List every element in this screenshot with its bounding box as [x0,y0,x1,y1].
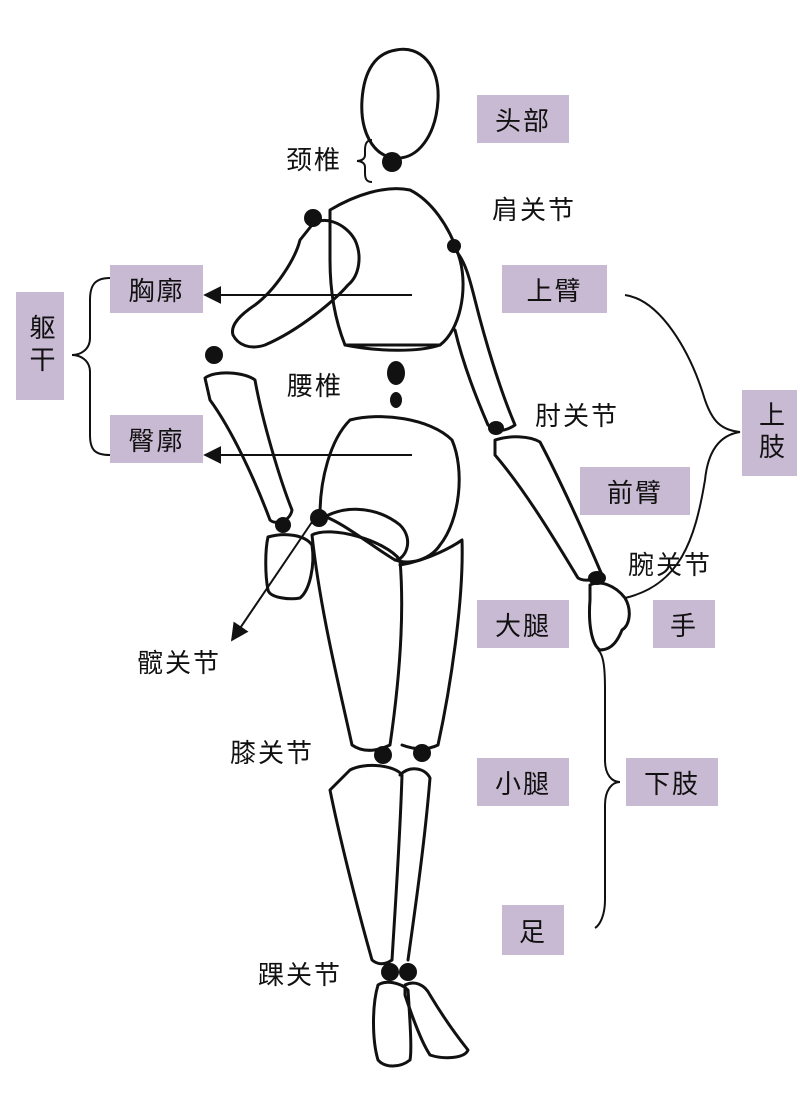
right-ankle-joint [399,963,417,981]
left-foot [372,980,413,1068]
hip-joint-arrow [230,521,313,642]
trunk-text: 躯干 [25,314,55,378]
hip-joint [310,509,328,527]
label-shoulder-joint: 肩关节 [492,196,577,226]
pelvis-shape [318,415,461,564]
neck-joint [382,152,402,172]
right-upper-arm [453,248,517,432]
left-hand [264,533,315,601]
neck-brace [356,139,373,183]
label-box-lower-limb: 下肢 [626,758,718,806]
label-knee-joint: 膝关节 [230,739,315,769]
left-upper-arm [230,219,361,349]
label-box-foot: 足 [502,905,564,955]
left-ankle-joint [381,963,399,981]
left-knee-joint [374,746,392,764]
joints [205,152,606,981]
pelvis-inner [318,507,410,562]
label-box-thigh: 大腿 [477,600,569,648]
right-wrist-joint [588,571,606,585]
label-elbow-joint: 肘关节 [535,402,620,432]
left-shoulder-joint [304,209,322,227]
right-thigh [398,538,464,751]
left-elbow-joint [205,346,223,364]
right-hand [588,581,631,652]
label-box-trunk: 躯干 [16,292,64,400]
waist-line [343,343,442,352]
label-box-chest-contour: 胸廓 [110,265,203,313]
left-thigh [310,530,404,752]
chest-shape [328,187,465,347]
upper-limb-text: 上肢 [754,401,785,465]
label-hip-joint: 髋关节 [137,649,222,679]
right-shoulder-joint [447,239,461,253]
trunk-bracket [71,277,111,456]
label-box-lower-leg: 小腿 [477,758,569,806]
lumbar-joint-2 [390,392,402,408]
left-wrist-joint [275,517,291,533]
upper-limb-bracket [624,294,741,599]
lower-limb-bracket [594,649,621,929]
lumbar-joint-1 [387,361,405,385]
label-box-upper-arm: 上臂 [502,265,607,313]
label-box-head: 头部 [477,95,569,143]
label-box-upper-limb: 上肢 [742,390,797,476]
right-elbow-joint [488,421,504,435]
label-wrist-joint: 腕关节 [628,551,713,581]
label-box-hand: 手 [653,600,715,648]
label-box-forearm: 前臂 [580,467,690,515]
label-ankle-joint: 踝关节 [258,961,343,991]
right-lower-leg [398,767,432,962]
label-box-hip-contour: 臀廓 [110,415,203,463]
left-lower-leg [328,763,404,966]
right-foot [403,981,470,1060]
label-cervical: 颈椎 [286,146,343,176]
left-forearm [203,371,294,524]
head-shape [360,47,440,160]
label-lumbar: 腰椎 [287,372,344,402]
right-knee-joint [413,744,431,762]
